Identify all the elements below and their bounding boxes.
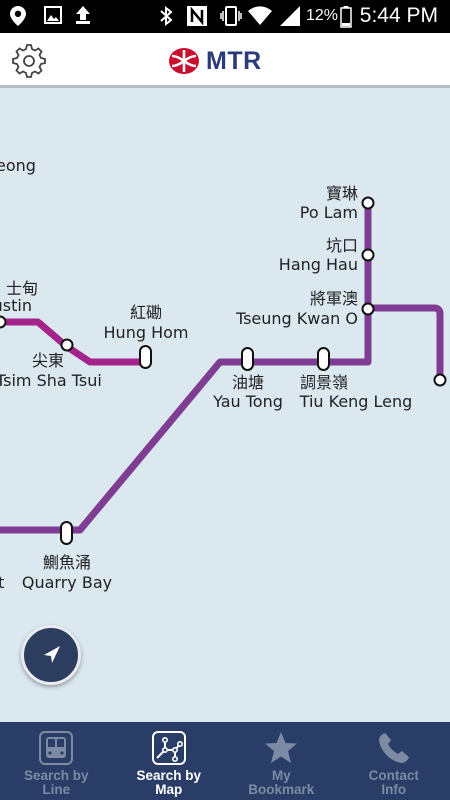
station-marker-tseung-kwan-o[interactable] [361,302,375,316]
route-map[interactable]: eong 寶琳 Po Lam 坑口 Hang Hau 將軍澳 Tseung Kw… [0,88,450,722]
partial-label-top-left: eong [0,156,36,175]
partial-label-bottom-left: t [0,573,4,592]
tab-search-by-map[interactable]: Search by Map [113,722,226,800]
phone-icon [378,733,409,763]
tko-branch-line [368,304,444,380]
station-marker-hung-hom[interactable] [139,345,152,369]
station-marker-quarry-bay[interactable] [60,521,73,545]
tab-label: My Bookmark [248,768,315,797]
app-header: MTR [0,33,450,88]
bluetooth-icon [160,5,173,30]
tab-label: Contact Info [368,768,419,797]
gear-icon [12,44,46,78]
station-label-quarry-bay-zh: 鰂魚涌 [43,553,91,572]
station-label-tiu-keng-leng-zh: 調景嶺 [300,373,348,392]
vibrate-icon [220,6,242,30]
station-label-hang-hau-en: Hang Hau [279,255,358,274]
station-label-tsim-sha-tsui-zh: 尖東 [32,351,64,370]
settings-button[interactable] [10,42,48,80]
map-route-icon [151,731,186,765]
station-label-tseung-kwan-o-zh: 將軍澳 [310,289,358,308]
map-canvas[interactable]: eong 寶琳 Po Lam 坑口 Hang Hau 將軍澳 Tseung Kw… [0,88,450,722]
mtr-logo-icon [169,48,199,74]
nfc-icon [187,6,207,30]
station-label-yau-tong-zh: 油塘 [232,373,264,392]
station-label-po-lam-en: Po Lam [300,203,358,222]
station-marker-austin[interactable] [0,315,7,329]
station-label-hung-hom-zh: 紅磡 [130,303,162,322]
station-label-tsim-sha-tsui-en: Tsim Sha Tsui [0,371,102,390]
station-label-austin-en: Austin [0,296,32,315]
station-marker-lohas-park[interactable] [433,373,447,387]
station-marker-tsim-sha-tsui[interactable] [60,338,74,352]
locate-button[interactable] [21,625,81,685]
station-label-austin-zh: 士甸 [6,279,38,298]
station-label-tiu-keng-leng-en: Tiu Keng Leng [299,392,413,411]
mtr-logo: MTR [168,47,262,75]
wifi-icon [248,6,272,30]
station-marker-po-lam[interactable] [361,196,375,210]
status-bar: 12% 5:44 PM [0,0,450,33]
station-label-hung-hom-en: Hung Hom [104,323,189,342]
tab-my-bookmark[interactable]: My Bookmark [225,722,338,800]
tab-label: Search by Map [136,768,202,797]
station-label-po-lam-zh: 寶琳 [326,184,358,203]
station-label-yau-tong-en: Yau Tong [212,392,283,411]
station-label-tseung-kwan-o-en: Tseung Kwan O [235,309,358,328]
clock: 5:44 PM [359,4,438,27]
signal-icon [280,6,300,30]
station-marker-tiu-keng-leng[interactable] [317,347,330,371]
location-icon [10,6,26,30]
image-icon [44,6,62,28]
upload-icon [75,6,91,28]
navigation-arrow-icon [44,646,60,663]
battery-icon [340,6,352,32]
train-icon [39,731,74,765]
tab-search-by-line[interactable]: Search by Line [0,722,113,800]
tab-contact-info[interactable]: Contact Info [338,722,450,800]
tab-label: Search by Line [23,768,89,797]
station-label-quarry-bay-en: Quarry Bay [22,573,112,592]
logo-text: MTR [206,46,262,75]
bottom-tab-bar: Search by Line Search by Map My Bookmark… [0,722,450,800]
station-marker-hang-hau[interactable] [361,248,375,262]
battery-percent: 12% [306,7,339,24]
star-icon [265,732,298,763]
station-marker-yau-tong[interactable] [241,347,254,371]
station-label-hang-hau-zh: 坑口 [326,236,358,255]
